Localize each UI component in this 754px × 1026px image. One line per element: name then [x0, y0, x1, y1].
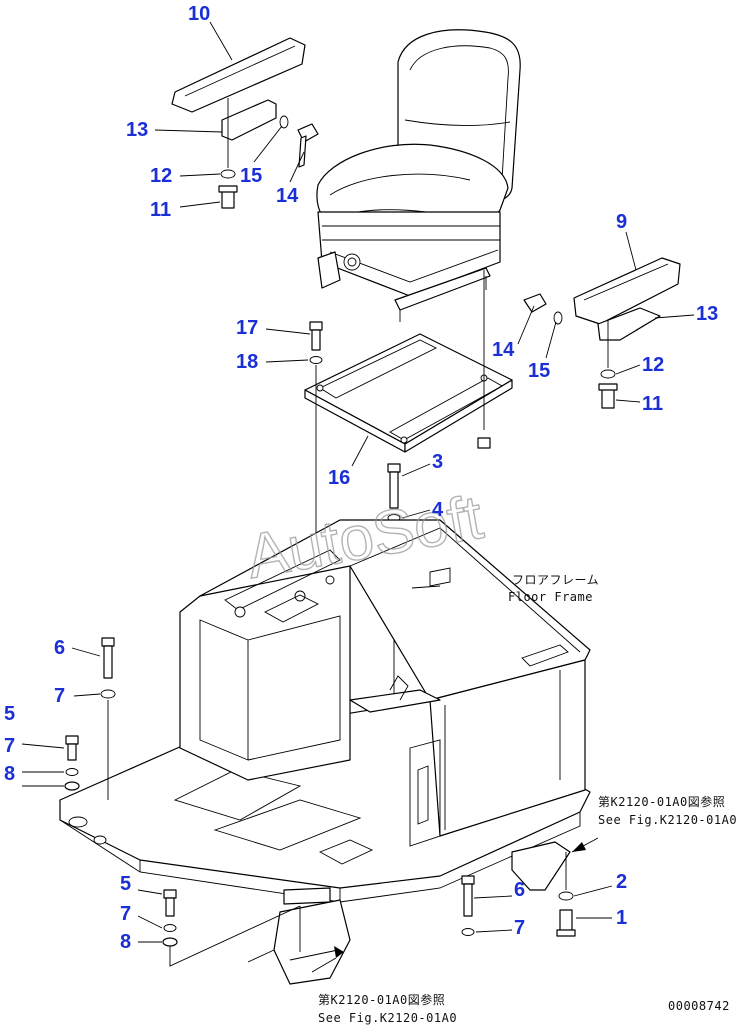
reference-note-jp: 第K2120-01A0図参照 — [318, 992, 445, 1007]
frame-mount-bolts — [64, 637, 475, 967]
callout-13: 13 — [696, 303, 718, 325]
reference-note-en: See Fig.K2120-01A0 — [598, 813, 737, 827]
callout-6: 6 — [54, 637, 65, 659]
callout-16: 16 — [328, 467, 350, 489]
drawing-number: 00008742 — [668, 999, 730, 1013]
callout-8: 8 — [4, 763, 15, 785]
reference-note-jp: 第K2120-01A0図参照 — [598, 794, 725, 809]
callout-7: 7 — [120, 903, 131, 925]
floor-frame-label-jp: フロアフレーム — [512, 573, 599, 587]
callout-12: 12 — [150, 165, 172, 187]
callout-18: 18 — [236, 351, 258, 373]
callout-11: 11 — [642, 393, 663, 415]
floor-frame — [59, 519, 591, 985]
callout-5: 5 — [120, 873, 131, 895]
callout-6: 6 — [514, 879, 525, 901]
callout-5: 5 — [4, 703, 15, 725]
leader-lines — [21, 21, 695, 973]
callout-numbers: 10 13 12 15 11 14 9 13 14 15 12 11 17 18… — [4, 3, 718, 953]
callout-3: 3 — [432, 451, 443, 473]
reference-note-en: See Fig.K2120-01A0 — [318, 1011, 457, 1025]
callout-2: 2 — [616, 871, 627, 893]
operator-seat — [316, 29, 521, 322]
floor-frame-label-en: Floor Frame — [508, 590, 593, 604]
callout-1: 1 — [616, 907, 627, 929]
callout-15: 15 — [528, 360, 550, 382]
seat-mounting-plate — [304, 333, 513, 453]
callout-7: 7 — [4, 735, 15, 757]
callout-13: 13 — [126, 119, 148, 141]
callout-4: 4 — [432, 499, 444, 521]
callout-11: 11 — [150, 199, 171, 221]
callout-12: 12 — [642, 354, 664, 376]
callout-9: 9 — [616, 211, 627, 233]
callout-10: 10 — [188, 3, 210, 25]
annotations: フロアフレーム Floor Frame 第K2120-01A0図参照 See F… — [318, 573, 737, 1025]
callout-8: 8 — [120, 931, 131, 953]
right-armrest — [523, 257, 681, 409]
callout-7: 7 — [54, 685, 65, 707]
callout-14: 14 — [276, 185, 299, 207]
callout-17: 17 — [236, 317, 258, 339]
callout-7: 7 — [514, 917, 525, 939]
callout-14: 14 — [492, 339, 515, 361]
callout-15: 15 — [240, 165, 262, 187]
